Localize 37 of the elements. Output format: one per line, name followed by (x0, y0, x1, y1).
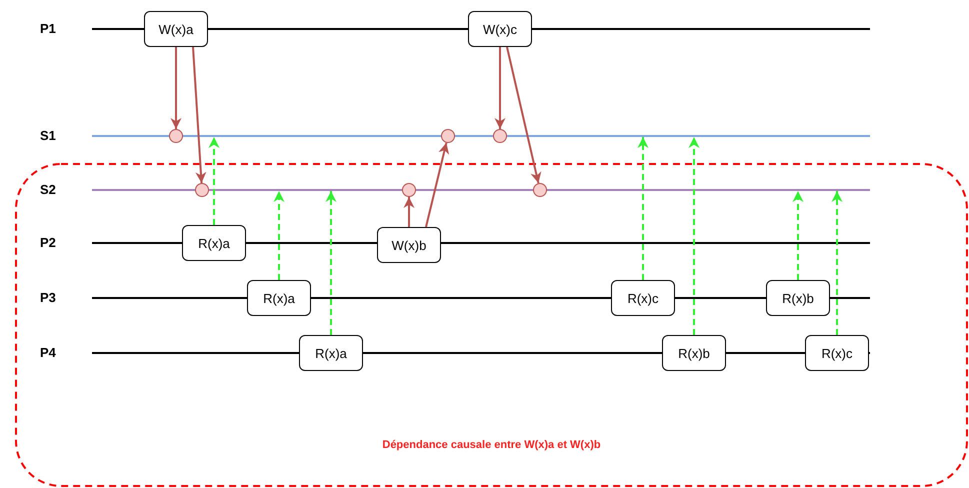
operation-box: W(x)b (377, 227, 441, 263)
arrow (192, 46, 206, 184)
timeline-label: P1 (40, 20, 56, 38)
event-dot (493, 129, 507, 143)
operation-box: W(x)a (144, 11, 208, 47)
timeline-label: S1 (40, 127, 56, 145)
region-caption: Dépendance causale entre W(x)a et W(x)b (381, 439, 602, 451)
timeline-label: P3 (40, 289, 56, 307)
operation-box: R(x)b (766, 280, 830, 316)
arrow (494, 47, 506, 129)
arrow (326, 191, 336, 335)
operation-box: W(x)c (468, 11, 532, 47)
arrow (688, 137, 700, 335)
event-dot (402, 183, 416, 197)
operation-box: R(x)b (662, 335, 726, 371)
arrow (832, 191, 842, 335)
event-dot (533, 183, 547, 197)
arrow (638, 137, 648, 280)
operation-box: R(x)a (182, 225, 246, 261)
arrow (170, 47, 182, 129)
arrow (404, 197, 414, 227)
operation-box: R(x)c (611, 280, 675, 316)
dependency-region (15, 163, 968, 487)
arrow (425, 142, 450, 228)
arrow (274, 191, 284, 280)
arrow (792, 191, 804, 280)
timeline-label: P2 (40, 234, 56, 252)
event-dot (195, 183, 209, 197)
operation-box: R(x)a (299, 335, 363, 371)
timeline-label: S2 (40, 181, 56, 199)
operation-box: R(x)a (247, 280, 311, 316)
arrow (506, 46, 542, 184)
arrow (208, 137, 220, 225)
event-dot (441, 129, 455, 143)
event-dot (169, 129, 183, 143)
operation-box: R(x)c (805, 335, 869, 371)
timeline-label: P4 (40, 344, 56, 362)
